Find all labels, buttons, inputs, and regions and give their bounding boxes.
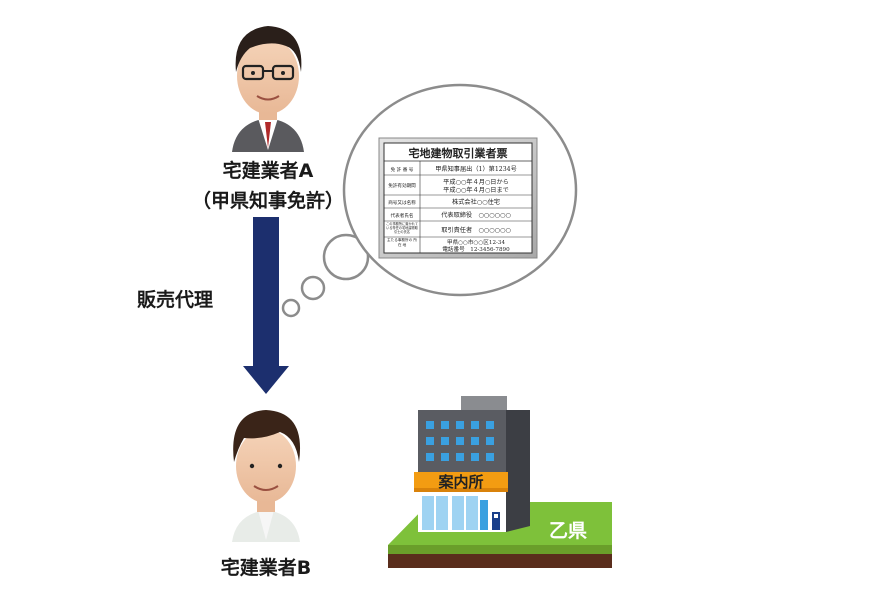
plate-row-value: 平成○○年４月○日まで (443, 186, 509, 194)
license-plate: 宅地建物取引業者票 免 許 番 号 甲県知事届出（1）第1234号 免許有効期間… (378, 137, 538, 259)
plate-row-value: 代表取締役 ○○○○○○ (441, 211, 511, 219)
plate-title: 宅地建物取引業者票 (409, 146, 508, 160)
agent-a-name: 宅建業者A (222, 160, 314, 182)
agent-a-avatar (232, 26, 304, 152)
plate-row-value: 平成○○年４月○日から (443, 178, 509, 186)
plate-row-label: この事務所に置かれている専任の宅地建物取引士の氏名 (386, 222, 418, 234)
sign-label: 案内所 (437, 473, 483, 491)
plate-row-value: 株式会社○○住宅 (452, 198, 500, 206)
agent-b-avatar (232, 410, 301, 542)
agent-a-license: （甲県知事免許） (191, 190, 344, 212)
plate-row-label: 商号又は名称 (388, 199, 416, 206)
plate-row-label: 主たる事務所の 所 在 地 (387, 238, 417, 247)
soil (388, 554, 612, 568)
sign-board (414, 472, 508, 492)
building-windows (426, 421, 494, 461)
plate-row-value: 甲県知事届出（1）第1234号 (435, 165, 517, 173)
plate-row-value: 甲県○○市○○区12-34 (447, 238, 505, 246)
plate-row-label: 免許有効期間 (388, 182, 416, 189)
building-scene (388, 396, 612, 568)
plate-row-label: 代表者氏名 (391, 212, 414, 219)
relation-label: 販売代理 (137, 289, 214, 311)
prefecture-label: 乙県 (549, 520, 587, 542)
plate-row-value: 取引責任者 ○○○○○○ (441, 226, 511, 234)
plate-row-value: 電話番号 12-3456-7890 (442, 245, 510, 253)
agent-b-name: 宅建業者B (220, 557, 312, 579)
relation-arrow (243, 217, 289, 394)
plate-row-label: 免 許 番 号 (391, 166, 414, 173)
